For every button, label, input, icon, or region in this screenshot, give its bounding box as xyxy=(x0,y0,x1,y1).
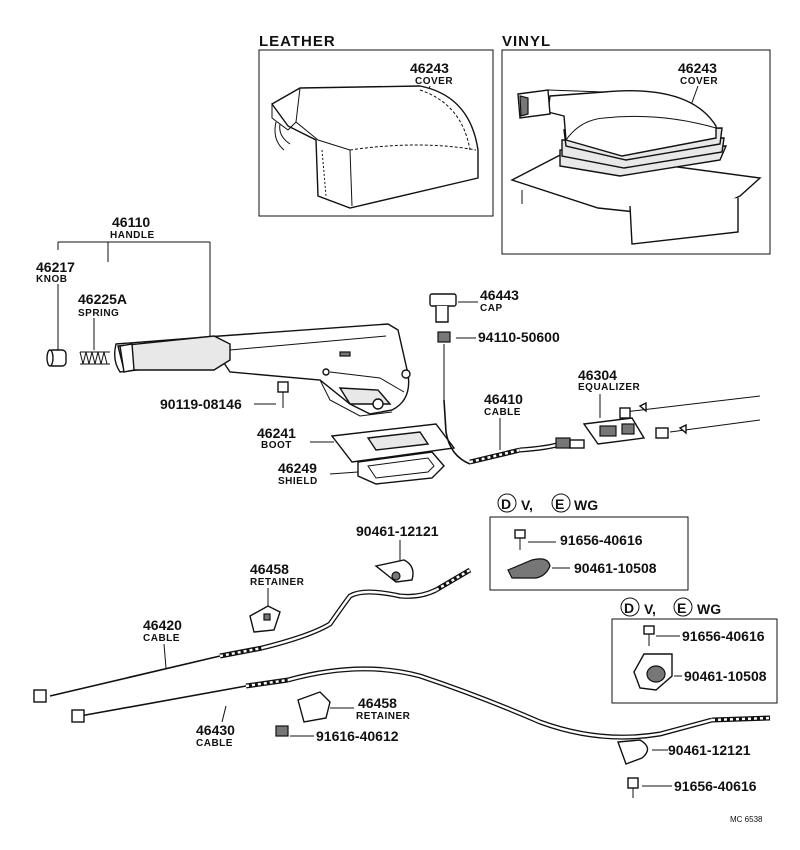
boot-shield-group: 46241 BOOT 46249 SHIELD xyxy=(257,423,456,487)
cap-rod-group: 46443 CAP 94110-50600 xyxy=(429,287,560,465)
rod-part-no: 94110-50600 xyxy=(478,329,560,345)
vinyl-cover-drawing xyxy=(510,89,762,245)
clamp-top: 90461-12121 xyxy=(356,523,439,583)
knob-drawing xyxy=(46,349,67,367)
cable-46430-part-name: CABLE xyxy=(196,738,233,749)
vinyl-box: VINYL 46243 COVER xyxy=(501,33,771,255)
equalizer-group: 46304 EQUALIZER xyxy=(578,367,761,445)
bolt-90119: 90119-08146 xyxy=(160,381,289,412)
cable-46410-group: 46410 CABLE xyxy=(469,391,585,465)
inset-1-text-2: WG xyxy=(574,497,598,513)
vinyl-title: VINYL xyxy=(502,33,551,50)
inset-1-code-1: D xyxy=(501,496,511,512)
spring-part-name: SPRING xyxy=(78,308,119,319)
inset-2-frame xyxy=(611,618,778,704)
leather-box: LEATHER 46243 COVER xyxy=(258,33,494,217)
cable-46410-part-no: 46410 xyxy=(484,391,523,407)
leather-cover-drawing xyxy=(270,85,479,209)
inset-2: D V, E WG 91656-40616 90461-10508 xyxy=(611,597,778,704)
bolt-bottom-right: 91656-40616 xyxy=(627,777,757,798)
spring-part-no: 46225A xyxy=(78,291,127,307)
inset-1-frame xyxy=(489,516,689,591)
retainer-bottom: 46458 RETAINER xyxy=(297,691,411,723)
bolt-bottom-right-part-no: 91656-40616 xyxy=(674,778,757,794)
inset-2-code-1: D xyxy=(624,600,634,616)
inset-2-text-2: WG xyxy=(697,601,721,617)
retainer-top-part-no: 46458 xyxy=(250,561,289,577)
retainer-top-part-name: RETAINER xyxy=(250,577,305,588)
cap-part-no: 46443 xyxy=(480,287,519,303)
cable-46430-group: 46430 CABLE xyxy=(71,666,771,749)
clamp-top-part-no: 90461-12121 xyxy=(356,523,439,539)
cable-46410-part-name: CABLE xyxy=(484,407,521,418)
inset-1-clamp: 90461-10508 xyxy=(574,560,657,576)
inset-2-code-2: E xyxy=(677,600,686,616)
cap-part-name: CAP xyxy=(480,303,503,314)
handle-lever-drawing xyxy=(113,323,411,417)
inset-2-clamp: 90461-10508 xyxy=(684,668,767,684)
handle-group: 46110 HANDLE 46217 KNOB 46225A SPRING xyxy=(36,214,411,417)
retainer-bottom-part-name: RETAINER xyxy=(356,711,411,722)
leather-frame xyxy=(258,49,494,217)
spring-drawing xyxy=(79,351,110,365)
boot-part-name: BOOT xyxy=(261,440,292,451)
clamp-bottom: 90461-12121 xyxy=(617,739,751,765)
bolt-90119-part-no: 90119-08146 xyxy=(160,396,242,412)
cable-46430-part-no: 46430 xyxy=(196,722,235,738)
shield-part-name: SHIELD xyxy=(278,476,318,487)
cable-46420-part-name: CABLE xyxy=(143,633,180,644)
vinyl-frame xyxy=(501,49,771,255)
vinyl-part-no: 46243 xyxy=(678,60,717,76)
retainer-top: 46458 RETAINER xyxy=(249,561,305,633)
knob-part-no: 46217 xyxy=(36,259,75,275)
handle-part-name: HANDLE xyxy=(110,230,155,241)
inset-1: D V, E WG 91656-40616 90461-10508 xyxy=(489,493,689,591)
inset-1-bolt: 91656-40616 xyxy=(560,532,643,548)
leather-title: LEATHER xyxy=(259,33,336,50)
inset-1-code-2: E xyxy=(555,496,564,512)
bolt-bottom-part-no: 91616-40612 xyxy=(316,728,399,744)
shield-drawing xyxy=(357,451,445,485)
equalizer-part-name: EQUALIZER xyxy=(578,382,641,393)
footer-code: MC 6538 xyxy=(730,815,763,824)
handle-part-no: 46110 xyxy=(112,214,150,230)
boot-part-no: 46241 xyxy=(257,425,296,441)
leather-part-no: 46243 xyxy=(410,60,449,76)
shield-part-no: 46249 xyxy=(278,460,317,476)
inset-1-text-1: V, xyxy=(521,497,533,513)
cable-46420-part-no: 46420 xyxy=(143,617,182,633)
inset-2-text-1: V, xyxy=(644,601,656,617)
retainer-bottom-part-no: 46458 xyxy=(358,695,397,711)
equalizer-part-no: 46304 xyxy=(578,367,617,383)
leather-part-name: COVER xyxy=(415,76,453,87)
knob-part-name: KNOB xyxy=(36,274,67,285)
inset-2-bolt: 91656-40616 xyxy=(682,628,765,644)
cable-46420-group: 46420 CABLE xyxy=(33,567,472,703)
bolt-bottom: 91616-40612 xyxy=(275,725,399,744)
vinyl-part-name: COVER xyxy=(680,76,718,87)
clamp-bottom-part-no: 90461-12121 xyxy=(668,742,751,758)
